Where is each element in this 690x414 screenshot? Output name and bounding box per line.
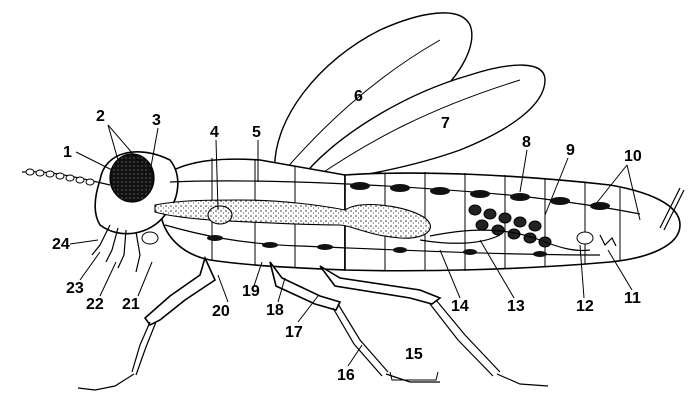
label-2: 2 — [96, 108, 105, 125]
label-5: 5 — [252, 124, 261, 141]
compound-eye — [109, 153, 155, 203]
label-12: 12 — [576, 298, 594, 315]
label-17: 17 — [285, 324, 303, 341]
legs — [77, 255, 549, 391]
hindwing — [298, 64, 546, 183]
label-21: 21 — [122, 296, 140, 313]
label-10: 10 — [624, 148, 642, 165]
label-8: 8 — [522, 134, 531, 151]
internal-organs — [154, 180, 641, 257]
label-16: 16 — [337, 367, 355, 384]
label-20: 20 — [212, 303, 230, 320]
label-7: 7 — [441, 115, 450, 132]
label-19: 19 — [242, 283, 260, 300]
label-13: 13 — [507, 298, 525, 315]
label-3: 3 — [152, 112, 161, 129]
number-labels: 1 2 3 4 5 6 7 8 9 10 11 12 13 14 15 16 1… — [52, 88, 642, 384]
label-14: 14 — [451, 298, 469, 315]
label-15: 15 — [405, 346, 423, 363]
label-24: 24 — [52, 236, 70, 253]
antenna-segments — [25, 168, 95, 186]
label-22: 22 — [86, 296, 104, 313]
label-9: 9 — [566, 142, 575, 159]
head — [21, 151, 179, 273]
leader-lines — [69, 124, 641, 381]
label-18: 18 — [266, 302, 284, 319]
label-11: 11 — [624, 290, 641, 307]
label-6: 6 — [354, 88, 363, 105]
label-1: 1 — [63, 144, 72, 161]
label-23: 23 — [66, 280, 84, 297]
ovary — [468, 204, 552, 248]
label-4: 4 — [210, 124, 219, 141]
